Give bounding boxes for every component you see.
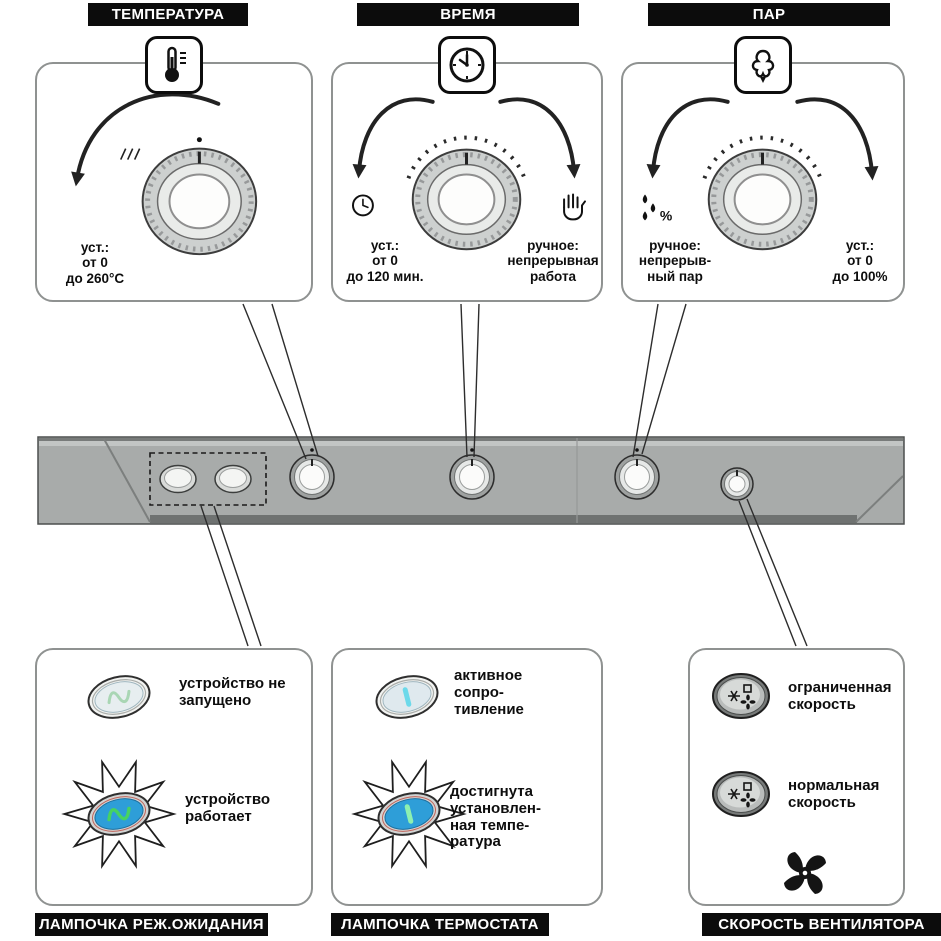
heating-mark-icon [119, 148, 141, 160]
temperature-dial-graphic [71, 92, 258, 256]
thermostat-light [214, 464, 252, 494]
fan-normal-button [712, 771, 770, 817]
thermostat-on-label: достигнута установлен- ная темпе- ратура [450, 783, 541, 851]
standby-on-label: устройство работает [185, 791, 271, 825]
clock-icon [449, 47, 485, 83]
thermostat-lamp-on-graphic [351, 758, 467, 870]
thermometer-icon [165, 46, 186, 82]
temperature-panel: уст.: от 0 до 260°C [35, 36, 313, 302]
time-knob [449, 448, 495, 500]
snowflake-icon [728, 788, 740, 800]
temperature-knob [289, 448, 335, 500]
thermostat-lamp-title-bar: ЛАМПОЧКА ТЕРМОСТАТА [331, 913, 549, 936]
thermostat-lamp-panel: активное сопро- тивление достигнута уста… [331, 648, 603, 906]
steam-dial [707, 148, 818, 251]
steam-header: ПАР [648, 3, 890, 26]
fan-limited-button [712, 673, 770, 719]
fan-icon [784, 852, 826, 894]
snowflake-icon [728, 690, 740, 702]
connector-lines [200, 303, 808, 647]
steam-manual-label: ручное: непрерыв- ный пар [638, 238, 712, 284]
square-glyph [743, 684, 752, 693]
hand-icon [563, 193, 586, 221]
standby-lamp-on-graphic [61, 758, 177, 870]
temperature-dial [141, 137, 258, 256]
time-panel: уст.: от 0 до 120 мин. ручное: непрерывн… [331, 36, 603, 302]
time-manual-label: ручное: непрерывная работа [507, 238, 599, 284]
temperature-range-label: уст.: от 0 до 260°C [65, 240, 125, 286]
fan-speed-title-bar: СКОРОСТЬ ВЕНТИЛЯТОРА [702, 913, 941, 936]
mini-fan-icon [740, 694, 756, 710]
steam-panel: % ручное: непрерыв- ный пар уст.: от 0 д… [621, 36, 905, 302]
standby-lamp-title-bar: ЛАМПОЧКА РЕЖ.ОЖИДАНИЯ [35, 913, 268, 936]
ccw-rotation-arrow [352, 97, 435, 179]
ccw-rotation-arrow [646, 97, 730, 179]
fan-normal-label: нормальная скорость [788, 777, 880, 811]
fan-speed-knob [720, 467, 754, 501]
steam-dial-graphic: % [642, 97, 879, 251]
clock-icon-box [438, 36, 496, 94]
time-set-label: уст.: от 0 до 120 мин. [346, 238, 424, 284]
thermostat-off-label: активное сопро- тивление [454, 667, 524, 718]
cw-rotation-arrow [498, 97, 581, 179]
steam-icon-box [734, 36, 792, 94]
thermostat-lamp-off-graphic [375, 675, 439, 719]
standby-light [159, 464, 197, 494]
steam-icon [751, 49, 775, 83]
indicator-lights-dashed-box [149, 452, 267, 506]
percent-sign: % [660, 207, 673, 223]
clock-small-icon [351, 194, 374, 217]
drops-percent-icon: % [642, 194, 673, 223]
ccw-rotation-arrow [71, 92, 221, 187]
standby-off-label: устройство не запущено [179, 675, 286, 709]
standby-lamp-panel: устройство не запущено устройство работа… [35, 648, 313, 906]
steam-knob [614, 448, 660, 500]
temperature-header: ТЕМПЕРАТУРА [88, 3, 248, 26]
standby-lamp-off-graphic [87, 675, 151, 719]
time-dial [411, 148, 522, 251]
mini-fan-icon [740, 792, 756, 808]
time-header: ВРЕМЯ [357, 3, 579, 26]
fan-speed-panel: ограниченная скорость нормальная [688, 648, 905, 906]
cw-rotation-arrow [795, 97, 879, 181]
dial-markings [702, 135, 823, 179]
time-dial-graphic [351, 97, 586, 251]
thermometer-icon-box [145, 36, 203, 94]
square-glyph [743, 782, 752, 791]
dial-markings [406, 135, 527, 179]
steam-set-label: уст.: от 0 до 100% [832, 238, 888, 284]
fan-limited-label: ограниченная скорость [788, 679, 892, 713]
